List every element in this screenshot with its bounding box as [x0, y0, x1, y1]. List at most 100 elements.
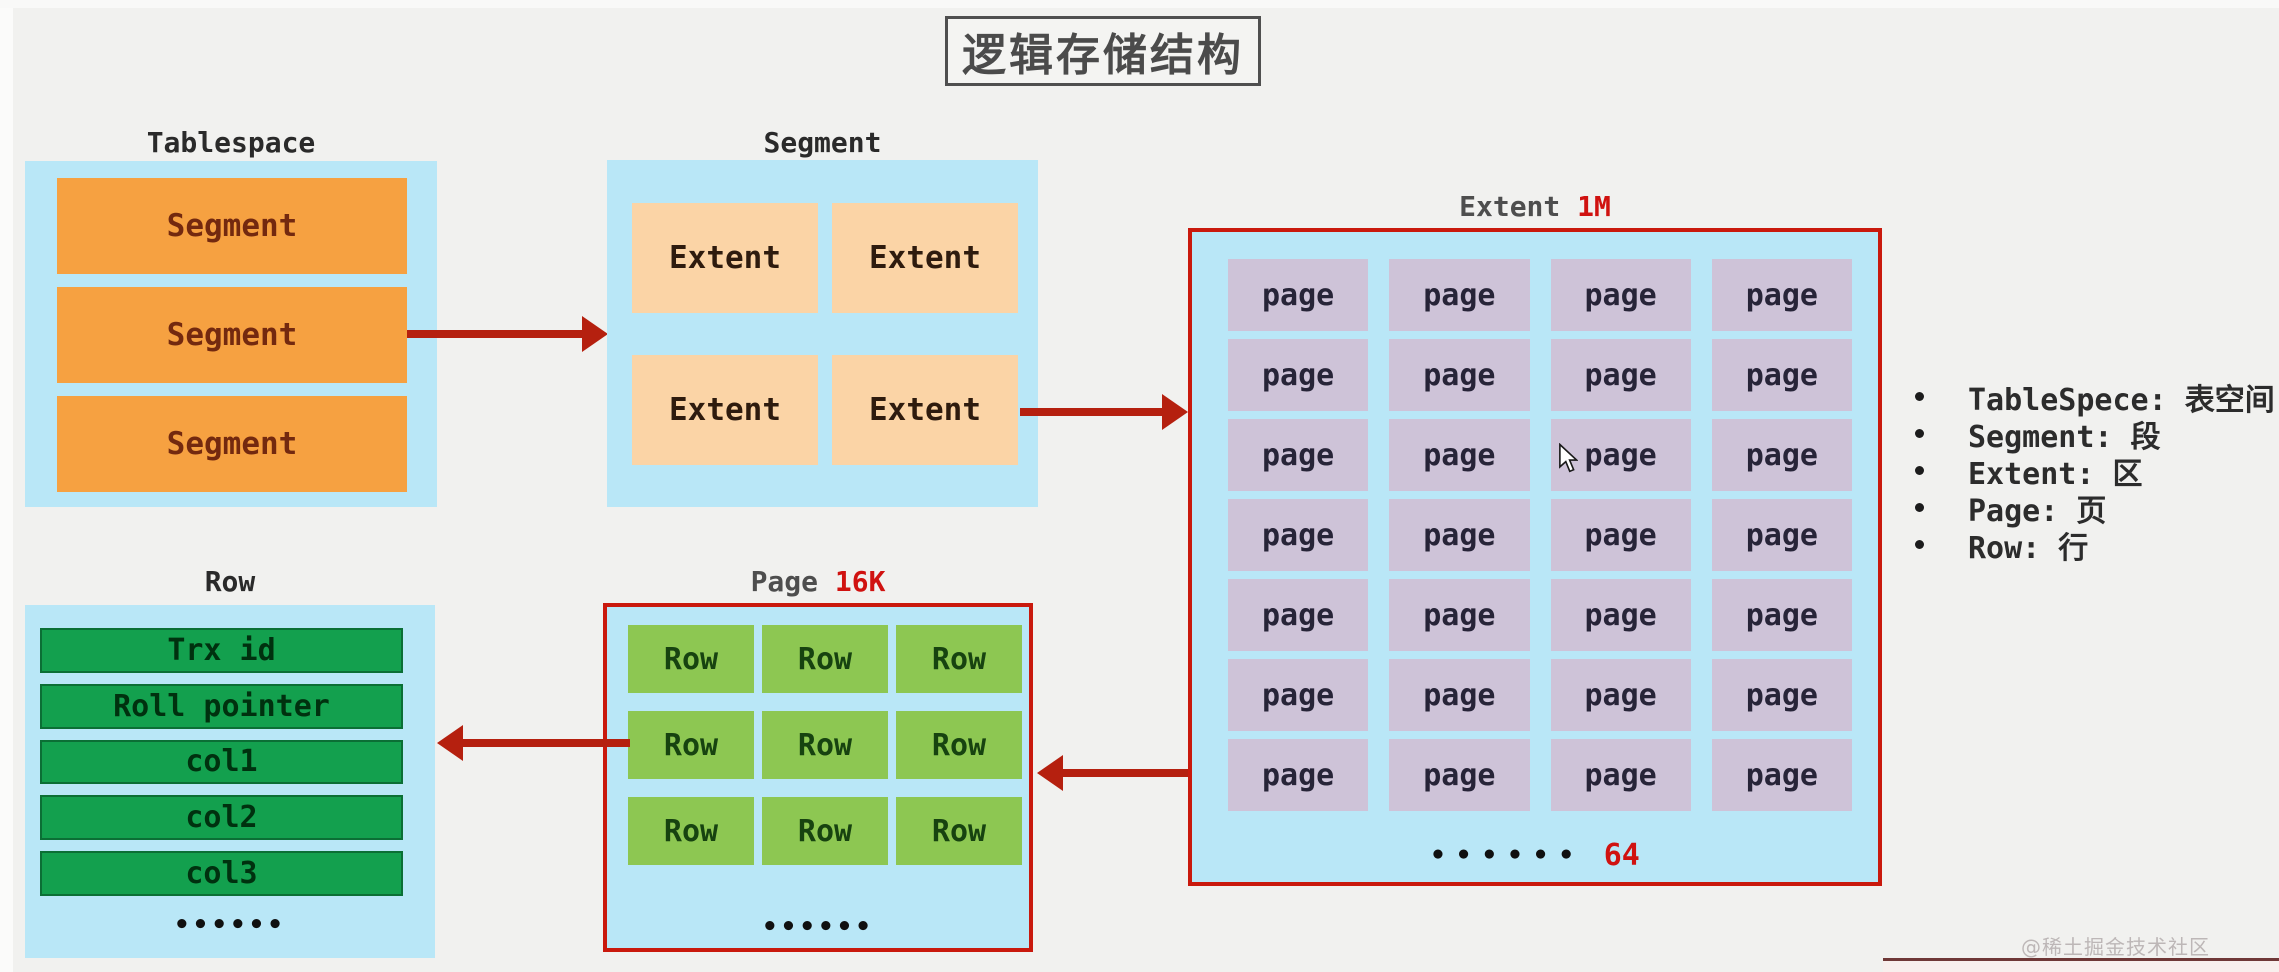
page-box: page	[1711, 659, 1852, 731]
legend-item: TableSpece: 表空间	[1896, 378, 2279, 418]
page-box: page	[1711, 499, 1852, 571]
page-label: Page 16K	[603, 565, 1033, 598]
arrow-tablespace-to-segment-head	[582, 316, 608, 352]
legend-item: Page: 页	[1896, 489, 2279, 529]
page-box: page	[1228, 579, 1369, 651]
page-box: page	[1711, 739, 1852, 811]
page-box: page	[1550, 419, 1691, 491]
extent-box: Extent	[632, 355, 818, 465]
row-box: Row	[628, 625, 754, 693]
segment-bar: Segment	[57, 396, 407, 492]
row-ellipsis: ••••••	[174, 910, 286, 940]
row-field: Trx id	[40, 628, 403, 673]
page-box: page	[1711, 579, 1852, 651]
page-box: page	[1711, 339, 1852, 411]
extent-ellipsis-row: •••••• 64	[1188, 838, 1882, 873]
diagram-title: 逻辑存储结构	[962, 30, 1244, 81]
segment-label: Segment	[763, 126, 882, 159]
mouse-cursor-icon	[1559, 443, 1578, 473]
bullet-dot	[1915, 466, 1924, 475]
left-edge-strip	[0, 0, 13, 972]
legend-item-text: Page: 页	[1968, 493, 2107, 529]
bullet-dot	[1915, 392, 1924, 401]
page-ellipsis: ••••••	[762, 912, 874, 942]
tablespace-label: Tablespace	[146, 126, 316, 159]
arrow-extent-to-page-head	[1037, 755, 1063, 791]
segment-bar: Segment	[57, 178, 407, 274]
extent-box: Extent	[632, 203, 818, 313]
arrow-segment-to-extent-head	[1162, 394, 1188, 430]
extent-ellipsis: ••••••	[1430, 840, 1585, 871]
watermark: @稀土掘金技术社区	[2021, 935, 2210, 959]
page-box: page	[1389, 339, 1530, 411]
page-box: page	[1228, 419, 1369, 491]
diagram-title-box: 逻辑存储结构	[945, 16, 1261, 86]
page-label-text: Page	[750, 565, 818, 598]
page-box: page	[1389, 419, 1530, 491]
page-box: page	[1389, 259, 1530, 331]
arrow-page-to-row-shaft	[463, 739, 630, 747]
row-field: col3	[40, 851, 403, 896]
page-box: page	[1228, 339, 1369, 411]
page-box: page	[1550, 499, 1691, 571]
page-box: page	[1711, 259, 1852, 331]
page-box: page	[1711, 419, 1852, 491]
extent-box: Extent	[832, 355, 1018, 465]
page-box: page	[1550, 739, 1691, 811]
row-box: Row	[762, 711, 888, 779]
row-label: Row	[204, 565, 256, 598]
row-field: col2	[40, 795, 403, 841]
arrow-segment-to-extent-shaft	[1020, 408, 1162, 416]
page-box: page	[1550, 339, 1691, 411]
row-fields: Trx id Roll pointer col1 col2 col3	[40, 628, 403, 896]
extent-label-text: Extent	[1459, 190, 1561, 223]
bullet-dot	[1915, 429, 1924, 438]
page-box: page	[1550, 579, 1691, 651]
row-box: Row	[896, 625, 1022, 693]
page-box: page	[1228, 659, 1369, 731]
bullet-dot	[1915, 503, 1924, 512]
row-field: Roll pointer	[40, 683, 403, 729]
page-box: page	[1550, 259, 1691, 331]
row-box: Row	[628, 711, 754, 779]
page-size-label: 16K	[834, 565, 886, 598]
page-box: page	[1228, 739, 1369, 811]
extent-page-count: 64	[1603, 838, 1640, 873]
page-box: page	[1389, 499, 1530, 571]
top-edge-strip	[0, 0, 2279, 8]
page-box: page	[1389, 659, 1530, 731]
legend-item-text: TableSpece: 表空间	[1968, 382, 2275, 418]
page-box: page	[1228, 259, 1369, 331]
row-box: Row	[896, 711, 1022, 779]
row-box: Row	[762, 625, 888, 693]
page-box: page	[1389, 579, 1530, 651]
arrow-extent-to-page-shaft	[1063, 769, 1188, 777]
extent-size-label: 1M	[1577, 190, 1611, 223]
bottom-pink-strip	[1883, 961, 2279, 972]
arrow-page-to-row-head	[437, 725, 463, 761]
page-box: page	[1228, 499, 1369, 571]
legend-item: Extent: 区	[1896, 452, 2279, 492]
arrow-tablespace-to-segment-shaft	[407, 330, 582, 338]
page-box: page	[1550, 659, 1691, 731]
legend-item-text: Row: 行	[1968, 530, 2089, 564]
row-box: Row	[762, 797, 888, 865]
legend-item: Segment: 段	[1896, 415, 2279, 455]
row-field: col1	[40, 739, 403, 785]
page-box: page	[1389, 739, 1530, 811]
row-ellipsis-row: ••••••	[25, 910, 435, 940]
extent-box: Extent	[832, 203, 1018, 313]
row-box: Row	[628, 797, 754, 865]
bullet-dot	[1915, 540, 1924, 549]
page-ellipsis-row: ••••••	[603, 912, 1033, 942]
legend-item-text: Segment: 段	[1968, 419, 2161, 455]
segment-bar: Segment	[57, 287, 407, 383]
extent-label: Extent 1M	[1188, 190, 1882, 223]
bottom-maroon-line	[1883, 958, 2279, 961]
legend-item-text: Extent: 区	[1968, 456, 2143, 492]
row-box: Row	[896, 797, 1022, 865]
